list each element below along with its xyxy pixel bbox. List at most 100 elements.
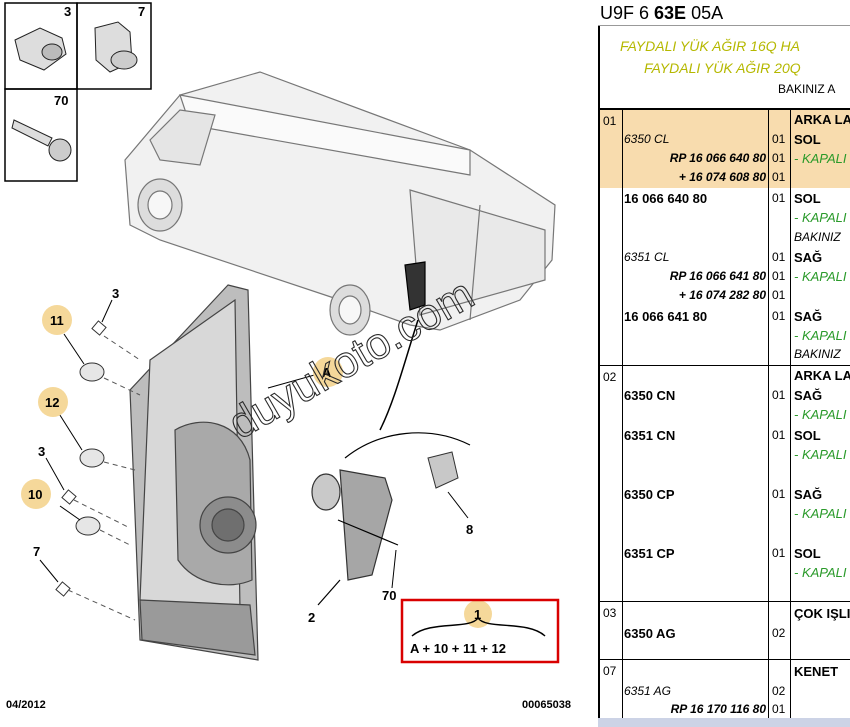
header-line-2: FAYDALI YÜK AĞIR 20Q bbox=[644, 60, 801, 76]
callout-3: 3 bbox=[64, 4, 71, 19]
kit-combo-box bbox=[400, 598, 560, 664]
table-cell: 6351 AG bbox=[624, 684, 671, 698]
table-header: FAYDALI YÜK AĞIR 16Q HA FAYDALI YÜK AĞIR… bbox=[598, 26, 850, 110]
table-cell: - KAPALI bbox=[794, 328, 847, 343]
table-cell: - KAPALI bbox=[794, 447, 847, 462]
table-cell: - KAPALI bbox=[794, 565, 847, 580]
tail-light-assembly bbox=[129, 284, 259, 661]
callout-3b: 3 bbox=[112, 286, 119, 301]
kit-number: 1 bbox=[474, 607, 481, 622]
bulb-10-icon bbox=[75, 516, 101, 536]
table-cell: 01 bbox=[772, 309, 786, 323]
table-cell: - KAPALI bbox=[794, 506, 847, 521]
table-cell: 01 bbox=[772, 170, 786, 184]
table-cell: - KAPALI bbox=[794, 407, 847, 422]
document-code: U9F 6 63E 05A bbox=[598, 0, 850, 26]
table-cell: - KAPALI bbox=[794, 210, 847, 225]
doc-code-prefix: U9F 6 bbox=[600, 3, 655, 23]
bulb-11-icon bbox=[79, 362, 105, 382]
table-cell: 01 bbox=[772, 388, 786, 402]
bulbs bbox=[55, 320, 107, 597]
table-cell: SAĞ bbox=[794, 487, 823, 502]
table-cell: 01 bbox=[772, 546, 786, 560]
table-cell: SOL bbox=[794, 132, 821, 147]
table-cell: 16 066 640 80 bbox=[624, 191, 708, 206]
table-cell: RP 16 066 641 80 bbox=[669, 269, 766, 283]
lamp-holder-part bbox=[311, 469, 399, 606]
table-cell: 01 bbox=[772, 191, 786, 205]
doc-code-suffix: 05A bbox=[686, 3, 724, 23]
table-cell: 6351 CN bbox=[624, 428, 676, 443]
table-cell: SAĞ bbox=[794, 388, 823, 403]
callout-highlights bbox=[21, 305, 492, 628]
table-cell: BAKINIZ bbox=[794, 230, 841, 244]
callout-70b: 70 bbox=[382, 588, 396, 603]
callout-A: A bbox=[322, 365, 332, 380]
table-group-01: 01 ARKA LA 6350 CL 01 SOL RP 16 066 640 … bbox=[598, 110, 850, 366]
figure-number: 00065038 bbox=[522, 699, 571, 711]
kit-contents-label: A + 10 + 11 + 12 bbox=[410, 641, 506, 656]
table-bottom-band bbox=[598, 718, 850, 727]
table-cell: 6350 AG bbox=[624, 626, 676, 641]
van-illustration bbox=[124, 71, 556, 336]
table-cell: SAĞ bbox=[794, 250, 823, 265]
cover-cap-part-icon bbox=[427, 451, 459, 489]
table-group-02: 02 ARKA LA 6350 CN 01 SAĞ - KAPALI 6351 … bbox=[598, 366, 850, 602]
callout-70: 70 bbox=[54, 93, 68, 108]
table-cell: RP 16 066 640 80 bbox=[669, 151, 766, 165]
highlight-band bbox=[600, 110, 850, 188]
table-group-03: 03 ÇOK IŞLI 6350 AG 02 bbox=[598, 602, 850, 660]
callout-10: 10 bbox=[28, 487, 42, 502]
screw-part-icon bbox=[11, 119, 53, 147]
table-cell: RP 16 170 116 80 bbox=[670, 702, 766, 716]
doc-code-bold: 63E bbox=[654, 3, 687, 23]
table-cell: 01 bbox=[772, 132, 786, 146]
table-cell: BAKINIZ bbox=[794, 347, 841, 361]
table-cell: 01 bbox=[772, 151, 786, 165]
table-cell: 02 bbox=[772, 626, 786, 640]
callout-2: 2 bbox=[308, 610, 315, 625]
table-cell: 6350 CN bbox=[624, 388, 676, 403]
table-cell: SOL bbox=[794, 428, 821, 443]
callout-7: 7 bbox=[138, 4, 145, 19]
table-cell: 02 bbox=[772, 684, 786, 698]
bulb-12-icon bbox=[79, 448, 105, 468]
callout-7b: 7 bbox=[33, 544, 40, 559]
callout-3c: 3 bbox=[38, 444, 45, 459]
table-cell: + 16 074 282 80 bbox=[678, 288, 766, 302]
table-cell: ÇOK IŞLI bbox=[794, 606, 850, 621]
callout-12: 12 bbox=[45, 395, 59, 410]
group-index: 07 bbox=[603, 664, 617, 678]
table-cell: 01 bbox=[772, 250, 786, 264]
header-reference: BAKINIZ A bbox=[778, 82, 836, 96]
table-cell: SOL bbox=[794, 191, 821, 206]
table-group-07: 07 KENET 6351 AG 02 RP 16 170 116 80 01 bbox=[598, 660, 850, 718]
table-cell: 01 bbox=[772, 702, 786, 716]
table-cell: 01 bbox=[772, 428, 786, 442]
group-index: 01 bbox=[603, 114, 617, 128]
table-cell: 6351 CP bbox=[624, 546, 675, 561]
table-cell: 01 bbox=[772, 288, 786, 302]
parts-table-panel: U9F 6 63E 05A FAYDALI YÜK AĞIR 16Q HA FA… bbox=[598, 0, 850, 727]
table-cell: - KAPALI bbox=[794, 269, 847, 284]
parts-diagram: 3 7 70 bbox=[4, 2, 571, 711]
callout-8: 8 bbox=[466, 522, 473, 537]
table-cell: ARKA LA bbox=[794, 112, 850, 127]
table-cell: SAĞ bbox=[794, 309, 823, 324]
table-cell: 01 bbox=[772, 269, 786, 283]
table-cell: ARKA LA bbox=[794, 368, 850, 383]
table-cell: 01 bbox=[772, 487, 786, 501]
group-index: 03 bbox=[603, 606, 617, 620]
exploded-view-drawing: 3 7 70 bbox=[4, 2, 571, 711]
table-cell: - KAPALI bbox=[794, 151, 847, 166]
table-cell: 16 066 641 80 bbox=[624, 309, 708, 324]
diagram-date: 04/2012 bbox=[6, 699, 46, 711]
table-cell: 6350 CL bbox=[624, 132, 670, 146]
header-line-1: FAYDALI YÜK AĞIR 16Q HA bbox=[620, 38, 800, 54]
table-cell: 6351 CL bbox=[624, 250, 670, 264]
group-index: 02 bbox=[603, 370, 617, 384]
fastener-part-boxes bbox=[4, 2, 152, 182]
callout-11: 11 bbox=[50, 313, 64, 328]
table-cell: + 16 074 608 80 bbox=[678, 170, 766, 184]
table-cell: 6350 CP bbox=[624, 487, 675, 502]
